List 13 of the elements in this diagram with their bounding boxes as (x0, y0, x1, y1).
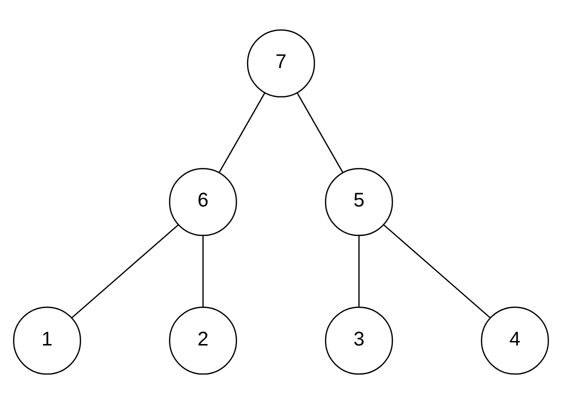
node-circle: 3 (324, 306, 394, 375)
connector (358, 236, 360, 307)
connector (71, 224, 179, 318)
node-circle: 2 (168, 306, 238, 375)
connector (218, 92, 266, 173)
node-circle: 5 (324, 168, 394, 236)
node-circle: 7 (246, 29, 316, 98)
node-circle: 4 (480, 306, 549, 375)
connector (296, 92, 344, 173)
connector (202, 236, 204, 307)
node-circle: 1 (13, 306, 82, 375)
connector (383, 224, 491, 318)
node-circle: 6 (168, 168, 238, 236)
